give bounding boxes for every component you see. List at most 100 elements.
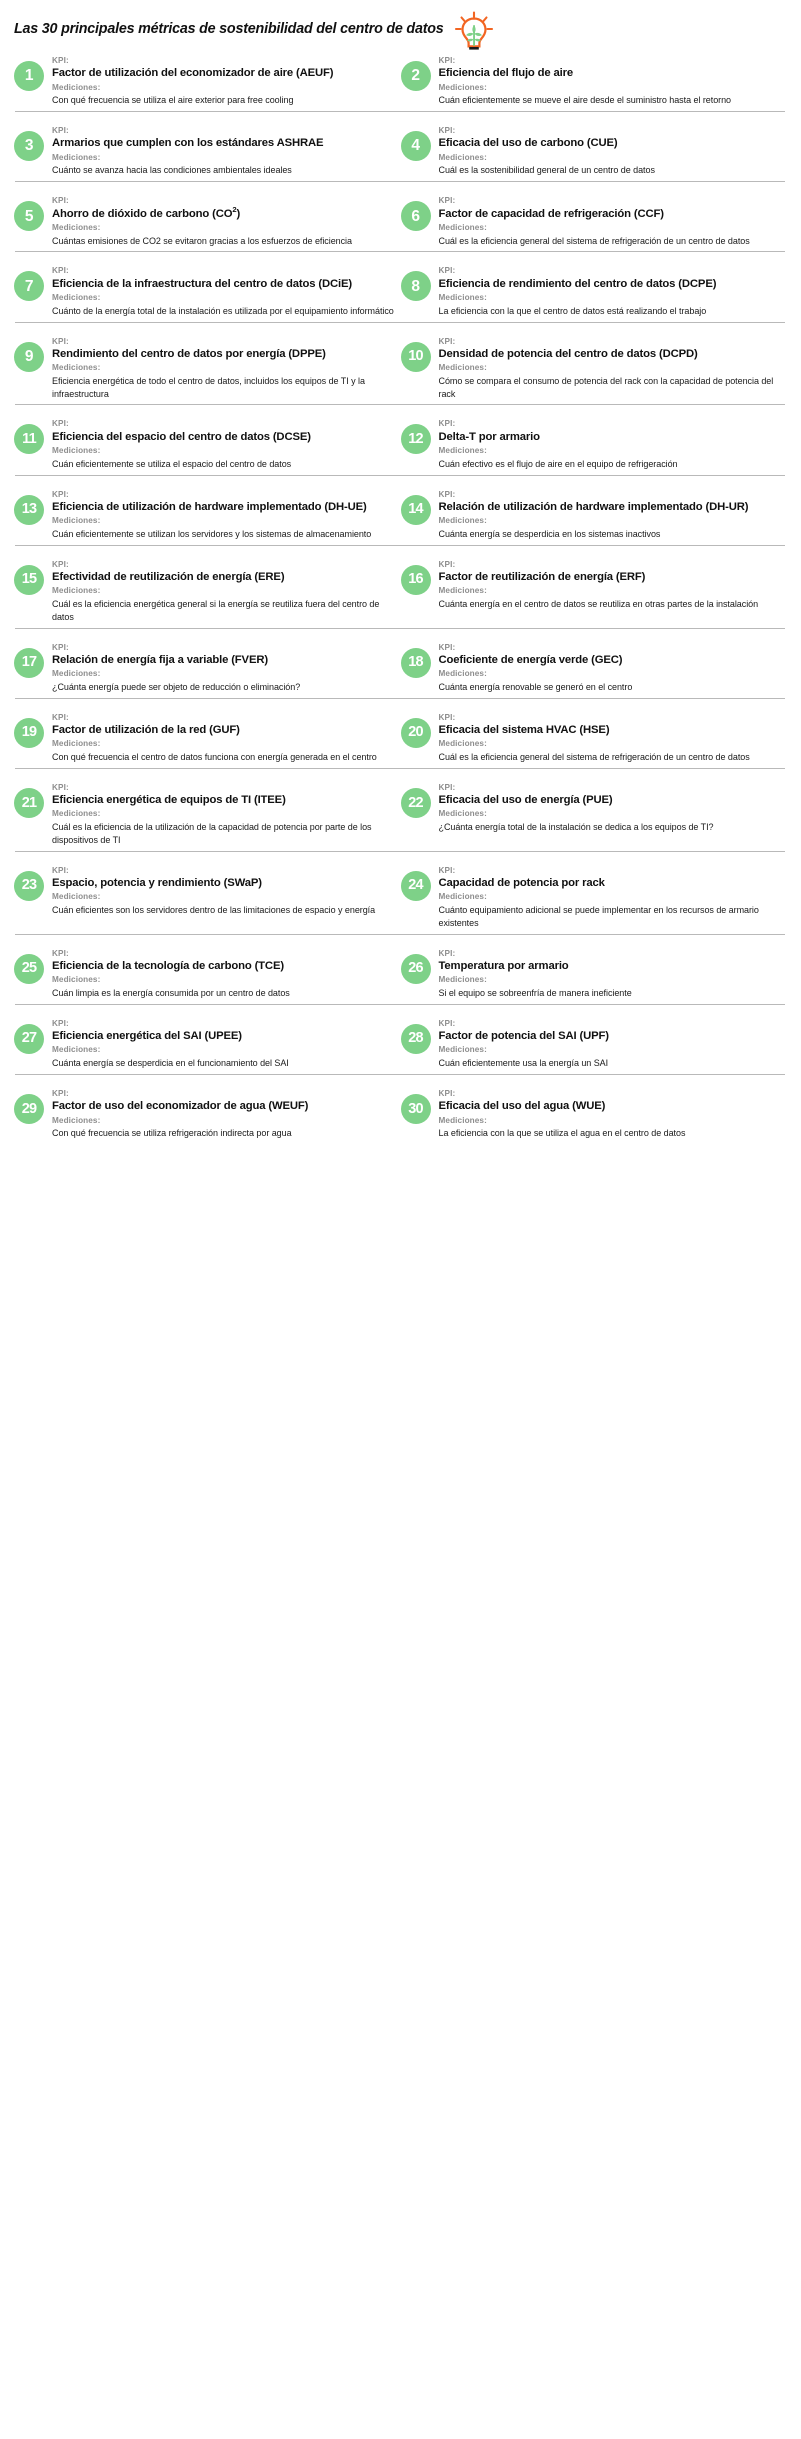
kpi-card-body: KPI:Eficiencia de la infraestructura del…	[52, 266, 394, 317]
kpi-label: KPI:	[438, 126, 456, 136]
kpi-number-badge: 20	[400, 717, 431, 748]
mediciones-label: Mediciones:	[438, 892, 487, 902]
kpi-card-body: KPI:Eficacia del uso de energía (PUE)Med…	[439, 783, 714, 834]
kpi-card-body: KPI:Eficiencia del espacio del centro de…	[52, 419, 311, 470]
kpi-number-badge: 11	[14, 424, 44, 455]
page-title: Las 30 principales métricas de sostenibi…	[14, 21, 444, 37]
kpi-row: 27 KPI:Eficiencia energética del SAI (UPE…	[14, 1009, 787, 1079]
kpi-description: Cuánto equipamiento adicional se puede i…	[438, 905, 759, 928]
kpi-title: Factor de uso del economizador de agua (…	[52, 1100, 309, 1113]
kpi-title: Eficacia del uso de energía (PUE)	[438, 794, 613, 807]
mediciones-label: Mediciones:	[52, 739, 101, 749]
mediciones-label: Mediciones:	[438, 975, 487, 985]
kpi-description: Cuál es la eficiencia general del sistem…	[438, 235, 750, 246]
mediciones-label: Mediciones:	[52, 516, 101, 526]
kpi-number-badge: 28	[400, 1023, 431, 1054]
kpi-description: Cuántas emisiones de CO2 se evitaron gra…	[52, 235, 352, 246]
kpi-number-badge: 2	[400, 61, 431, 91]
kpi-description: Cuál es la sostenibilidad general de un …	[438, 165, 655, 176]
kpi-label: KPI:	[52, 196, 69, 206]
kpi-number-badge: 27	[14, 1023, 44, 1054]
mediciones-label: Mediciones:	[52, 1045, 101, 1055]
kpi-card-body: KPI:Eficiencia energética del SAI (UPEE)…	[52, 1019, 289, 1070]
kpi-label: KPI:	[52, 712, 69, 722]
mediciones-label: Mediciones:	[52, 293, 101, 303]
kpi-number-badge: 7	[14, 271, 44, 302]
mediciones-label: Mediciones:	[52, 446, 101, 456]
mediciones-label: Mediciones:	[438, 1045, 487, 1055]
kpi-title: Eficiencia del flujo de aire	[438, 67, 574, 80]
kpi-number-badge: 12	[400, 424, 431, 455]
kpi-title: Densidad de potencia del centro de datos…	[438, 347, 698, 360]
kpi-card-body: KPI:Eficacia del sistema HVAC (HSE)Medic…	[439, 713, 750, 764]
kpi-card[interactable]: 7 KPI:Eficiencia de la infraestructura de…	[14, 256, 401, 317]
mediciones-label: Mediciones:	[438, 222, 487, 232]
mediciones-label: Mediciones:	[438, 669, 487, 679]
kpi-number-badge: 10	[400, 341, 431, 372]
mediciones-label: Mediciones:	[52, 363, 101, 373]
kpi-row: 7 KPI:Eficiencia de la infraestructura de…	[14, 256, 787, 326]
kpi-title: Delta-T por armario	[438, 430, 541, 443]
kpi-card-body: KPI:Ahorro de dióxido de carbono (CO2)Me…	[52, 196, 352, 247]
kpi-title: Eficiencia de la tecnología de carbono (…	[52, 959, 284, 972]
kpi-description: Cuán limpia es la energía consumida por …	[52, 987, 290, 998]
kpi-description: Cuán eficientemente se mueve el aire des…	[438, 95, 732, 106]
page-header: Las 30 principales métricas de sostenibi…	[0, 0, 801, 50]
kpi-label: KPI:	[52, 865, 69, 875]
kpi-card-body: KPI:Relación de utilización de hardware …	[439, 490, 749, 541]
kpi-number-badge: 19	[14, 717, 44, 748]
kpi-title: Ahorro de dióxido de carbono (CO2)	[52, 204, 241, 220]
kpi-card[interactable]: 11 KPI:Eficiencia del espacio del centro …	[14, 409, 401, 470]
kpi-title: Eficiencia energética del SAI (UPEE)	[52, 1029, 242, 1042]
kpi-card-body: KPI:Factor de uso del economizador de ag…	[52, 1089, 308, 1140]
kpi-description: Cuánta energía se desperdicia en los sis…	[438, 528, 661, 539]
kpi-description: Cuán eficientemente se utiliza el espaci…	[52, 458, 292, 469]
kpi-title: Eficiencia de utilización de hardware im…	[52, 500, 367, 513]
kpi-number-badge: 9	[14, 341, 44, 372]
kpi-label: KPI:	[438, 782, 456, 792]
kpi-card[interactable]: 27 KPI:Eficiencia energética del SAI (UPE…	[14, 1009, 401, 1070]
mediciones-label: Mediciones:	[52, 892, 101, 902]
kpi-number-badge: 15	[14, 564, 44, 595]
mediciones-label: Mediciones:	[52, 1115, 101, 1125]
kpi-label: KPI:	[52, 336, 69, 346]
kpi-label: KPI:	[52, 419, 69, 429]
kpi-number-badge: 21	[14, 787, 44, 818]
mediciones-label: Mediciones:	[438, 293, 487, 303]
kpi-label: KPI:	[438, 865, 456, 875]
kpi-description: Cómo se compara el consumo de potencia d…	[438, 375, 774, 399]
kpi-title: Eficacia del sistema HVAC (HSE)	[438, 723, 610, 736]
kpi-card[interactable]: 20 KPI:Eficacia del sistema HVAC (HSE)Med…	[400, 703, 788, 764]
kpi-description: La eficiencia con la que el centro de da…	[438, 305, 707, 316]
kpi-number-badge: 23	[14, 870, 44, 901]
